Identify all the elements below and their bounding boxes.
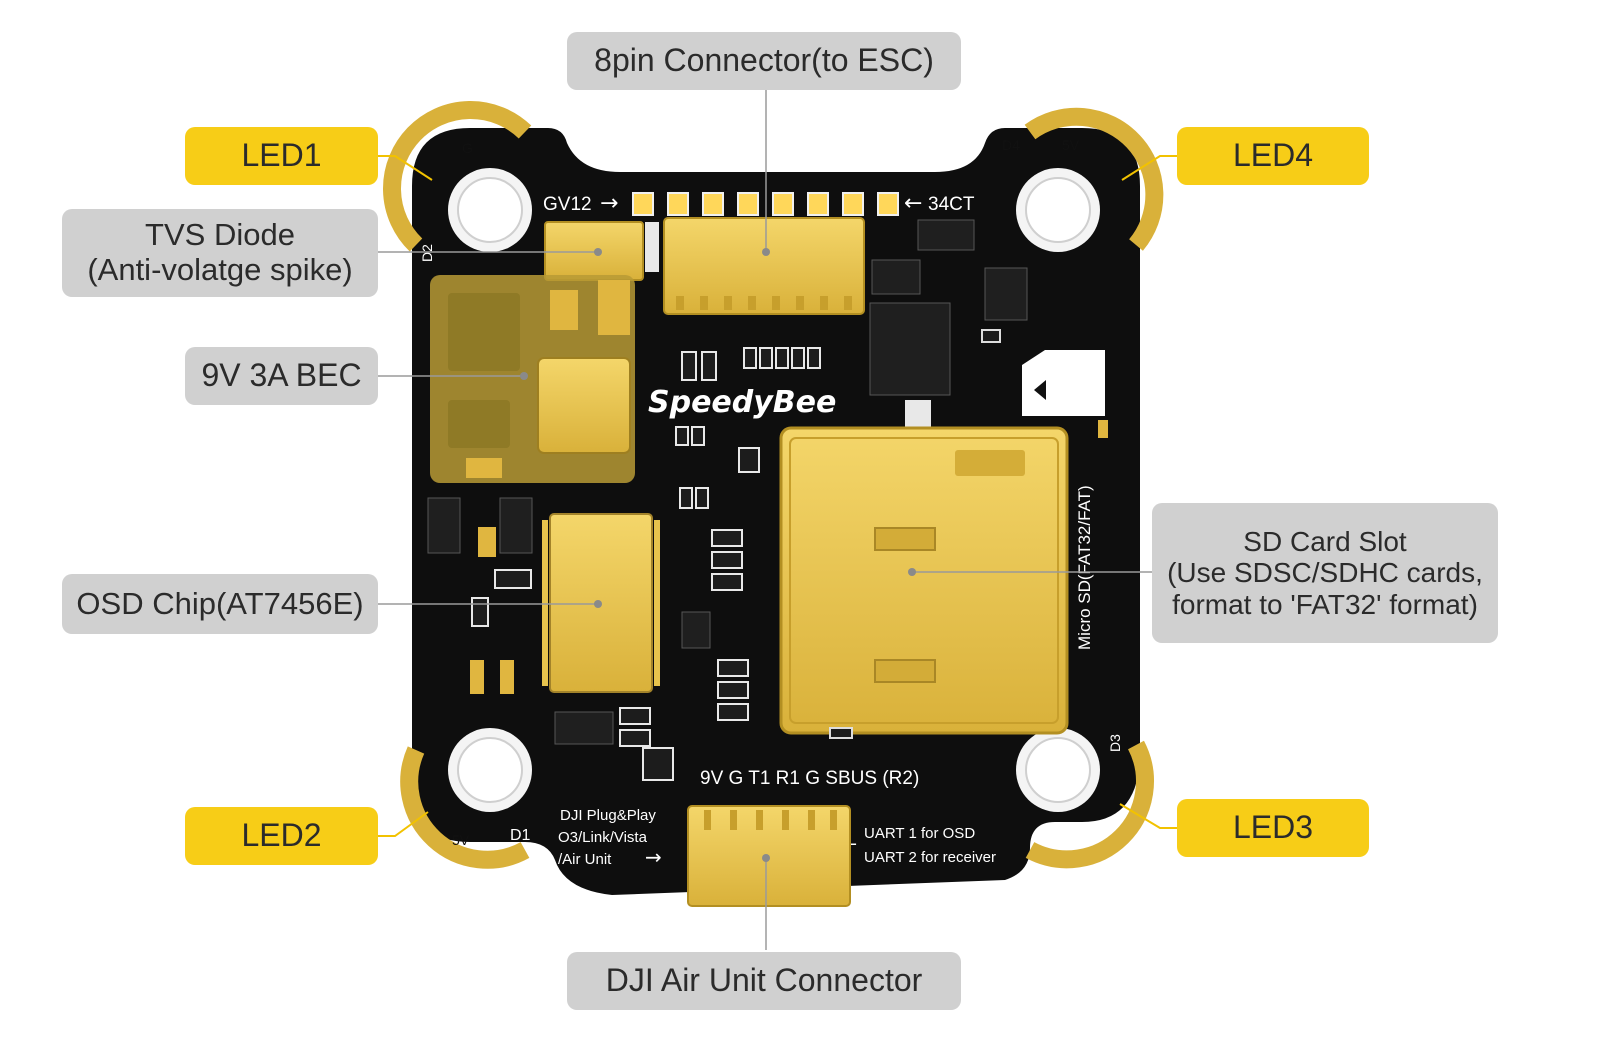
led2-callout: LED2 <box>185 807 378 865</box>
microsd-card-glyph <box>1022 350 1105 416</box>
dji-note-line1: DJI Plug&Play <box>560 807 656 824</box>
air-unit-connector-callout-text: DJI Air Unit Connector <box>605 962 923 999</box>
led1-g-label: G <box>462 140 473 156</box>
leader-dots <box>520 248 916 862</box>
dji-note-line2: O3/Link/Vista <box>558 829 648 846</box>
esc-pins-left-arrow: → <box>600 191 618 216</box>
osd-chip-callout-text: OSD Chip(AT7456E) <box>76 585 364 621</box>
led2-callout-text: LED2 <box>241 817 322 854</box>
esc-pin-pads <box>632 192 899 216</box>
led2-pad-arc <box>400 746 530 869</box>
dji-arrow: → <box>645 845 662 869</box>
tvs-diode-callout: TVS Diode (Anti-volatge spike) <box>62 209 378 297</box>
led1-callout: LED1 <box>185 127 378 185</box>
d2-label: D2 <box>419 244 435 262</box>
led1-callout-text: LED1 <box>241 137 322 174</box>
tvs-diode <box>544 221 644 281</box>
led4-callout: LED4 <box>1177 127 1369 185</box>
sd-card-slot <box>779 426 1069 735</box>
sd-slot-callout-text: SD Card Slot (Use SDSC/SDHC cards, forma… <box>1167 525 1483 620</box>
osd-chip-callout: OSD Chip(AT7456E) <box>62 574 378 634</box>
esc-connector <box>663 217 865 315</box>
air-unit-connector-callout: DJI Air Unit Connector <box>567 952 961 1010</box>
sd-slot-callout: SD Card Slot (Use SDSC/SDHC cards, forma… <box>1152 503 1498 643</box>
d4-label: D4 <box>1002 137 1020 153</box>
led3-callout: LED3 <box>1177 799 1369 857</box>
esc-pins-right-label: 34CT <box>928 194 975 215</box>
uart-note-1: UART 1 for OSD <box>864 825 975 842</box>
uart-pin-labels: 9V G T1 R1 G SBUS (R2) <box>700 768 919 789</box>
d1-label: D1 <box>510 827 531 844</box>
led3-pad-arc <box>1025 740 1154 869</box>
esc-pins-right-arrow: ← <box>904 191 922 216</box>
esc-connector-callout-text: 8pin Connector(to ESC) <box>594 42 934 79</box>
dji-note-line3: /Air Unit <box>558 851 612 868</box>
led-leader-lines <box>378 155 1177 837</box>
leader-lines <box>378 90 1152 950</box>
esc-pins-left-label: GV12 <box>543 194 592 215</box>
tvs-diode-callout-text: TVS Diode (Anti-volatge spike) <box>87 217 353 287</box>
bec-callout: 9V 3A BEC <box>185 347 378 405</box>
led4-pad-arc <box>1024 107 1164 251</box>
microsd-board-label: Micro SD(FAT32/FAT) <box>1075 485 1094 650</box>
mounting-holes <box>448 168 1100 812</box>
esc-connector-callout: 8pin Connector(to ESC) <box>567 32 961 90</box>
led3-callout-text: LED3 <box>1232 809 1314 846</box>
led4-5v-label: 5V <box>1062 137 1080 153</box>
smd-components <box>471 347 821 781</box>
brand-logo: SpeedyBee <box>648 385 836 420</box>
uart-note-2: UART 2 for receiver <box>864 849 996 866</box>
led2-5v-label: 5V <box>452 832 470 848</box>
led1-pad-arc <box>383 101 532 252</box>
led3-g-label: G <box>1064 837 1075 853</box>
led4-callout-text: LED4 <box>1232 137 1314 174</box>
bec-callout-text: 9V 3A BEC <box>201 357 362 394</box>
d3-label: D3 <box>1107 734 1123 752</box>
